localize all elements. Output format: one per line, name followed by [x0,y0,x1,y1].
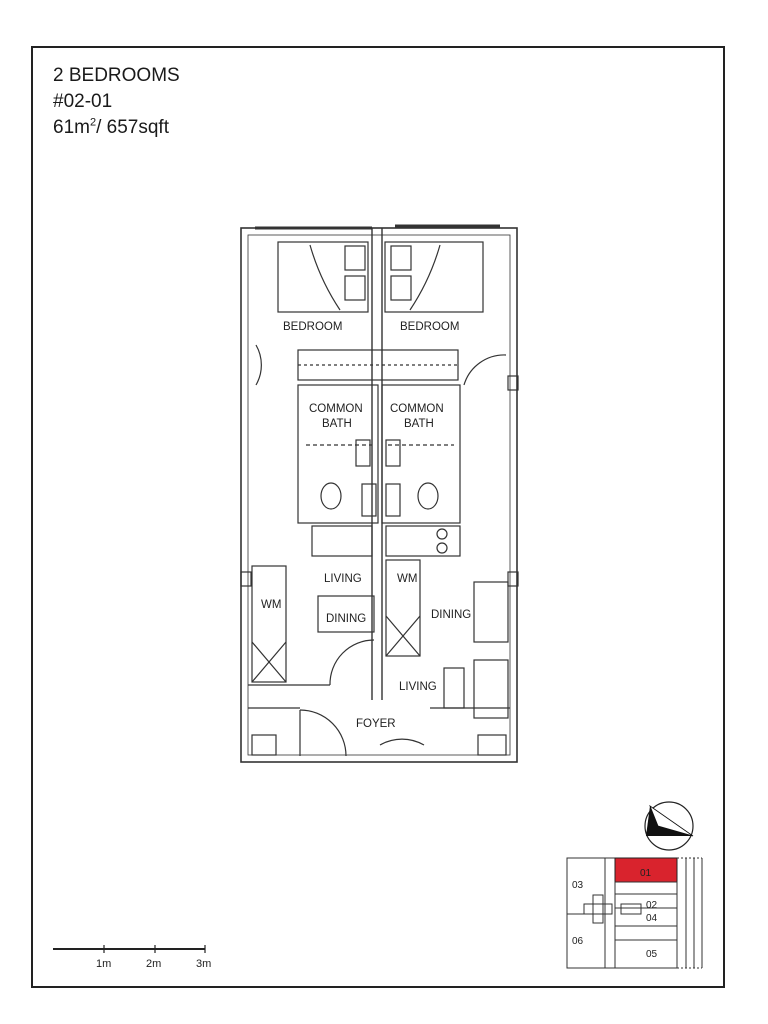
vanity-right [385,483,401,517]
key-label-03: 03 [572,880,584,891]
pillow-left-bottom [344,275,366,301]
label-bedroom-right: BEDROOM [400,321,459,333]
area-rest: / 657sqft [96,117,169,138]
key-label-04: 04 [646,913,658,924]
key-unit-05 [614,939,678,969]
vanity-left [361,483,377,517]
label-dining-left: DINING [326,613,366,625]
shoe-cabinet-left [251,734,277,756]
basin-right [385,439,401,467]
plan-walls [240,224,519,763]
sofa-right [473,659,509,719]
bed-right [384,241,484,313]
key-label-01: 01 [640,868,652,879]
label-wm-left: WM [261,599,281,611]
label-living-right: LIVING [399,681,437,693]
scale-bar: 1m 2m 3m [53,945,211,970]
pillow-right-bottom [390,275,412,301]
label-common-right-1: COMMON [390,403,444,415]
pillow-left-top [344,245,366,271]
dining-table-right [473,581,509,643]
wc-left [320,482,342,510]
area-superscript: 2 [89,116,97,129]
key-plan: 01 02 03 04 05 06 [566,857,703,969]
label-common-right-2: BATH [404,418,434,430]
label-common-left-2: BATH [322,418,352,430]
scale-label-3m: 3m [196,958,211,970]
sheet-border [31,46,725,988]
label-living-left: LIVING [324,573,362,585]
bed-right-sheet [409,244,441,311]
unit-type-title: 2 BEDROOMS [53,65,180,86]
hob-ring-1 [436,528,448,540]
column-3 [240,571,252,587]
unit-area: 61m2/ 657sqft [53,117,169,139]
column-1 [507,375,519,391]
label-dining-right: DINING [431,609,471,621]
bed-left [277,241,369,313]
bedroom-door-left [255,344,262,386]
key-label-06: 06 [572,936,584,947]
main-door-left [299,709,347,757]
tv-console-right [443,667,465,709]
key-label-02: 02 [646,900,658,911]
dining-table-left [317,595,375,633]
wm-right-cross-2 [385,615,421,657]
key-label-05: 05 [646,949,658,960]
common-bath-left [297,384,379,524]
label-bedroom-left: BEDROOM [283,321,342,333]
area-value: 61m [53,117,90,138]
key-block-left [566,857,606,969]
door-left-kitchen [329,639,375,686]
kitchen-counter-left [311,525,373,557]
label-foyer: FOYER [356,718,396,730]
bedroom-door-right [463,354,507,386]
bed-left-sheet [309,244,341,311]
scale-label-2m: 2m [146,958,161,970]
wc-right [417,482,439,510]
label-common-left-1: COMMON [309,403,363,415]
hob-ring-2 [436,542,448,554]
kitchen-counter-right [385,525,461,557]
outer-wall [240,227,518,763]
unit-number: #02-01 [53,91,113,112]
scale-label-1m: 1m [96,958,111,970]
wm-left-cross-2 [251,641,287,683]
north-arrow-icon [644,801,694,851]
main-door-right [379,738,425,746]
inner-wall-line [247,234,511,756]
wm-stack-right [385,559,421,657]
shoe-cabinet-right [477,734,507,756]
pillow-right-top [390,245,412,271]
basin-left [355,439,371,467]
wm-stack-left [251,565,287,683]
common-bath-right [381,384,461,524]
label-wm-right: WM [397,573,417,585]
column-2 [507,571,519,587]
